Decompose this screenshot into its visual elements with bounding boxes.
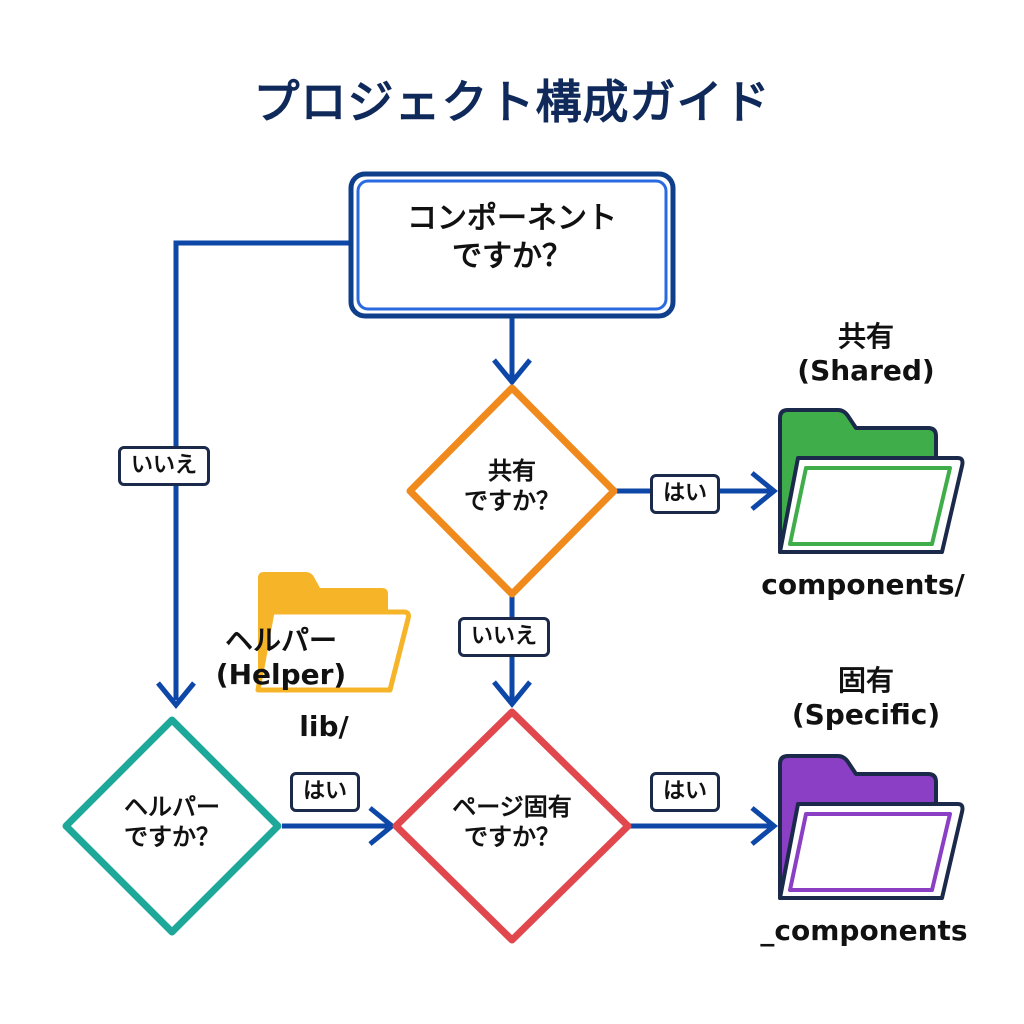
shared-folder-subtitle: (Shared) [797,353,935,387]
page-question-line2: ですか？ [464,823,560,851]
edge-helper-to-page-head [368,806,396,846]
start-node-line1: コンポーネント [407,201,617,236]
edge-start-to-helper [173,240,350,700]
page-question-diamond [392,708,632,944]
specific-folder-title: 固有 (Specific) [766,664,966,731]
page-question-label: ページ固有 ですか？ [416,792,608,852]
shared-question-line2: ですか？ [464,487,560,515]
shared-question-line1: 共有 [488,457,536,485]
page-title: プロジェクト構成ガイド [253,75,771,129]
helper-folder-path: lib/ [299,710,349,743]
edge-label-shared-yes: はい [650,474,721,514]
specific-folder-subtitle: (Specific) [791,697,941,731]
start-node-label: コンポーネント ですか？ [351,200,673,275]
helper-folder-title-text: ヘルパー [224,624,337,657]
edge-shared-to-folder-head [750,471,778,511]
edge-label-shared-no: いいえ [458,617,551,657]
shared-folder-title-text: 共有 [837,320,894,353]
shared-folder-title: 共有 (Shared) [766,320,966,387]
specific-folder-path: _components [760,914,968,947]
edge-page-to-folder-head [750,806,778,846]
helper-question-diamond [62,716,282,936]
specific-folder-title-text: 固有 [837,664,894,697]
start-node-box [348,171,676,319]
start-node-line2: ですか？ [452,238,572,274]
shared-folder-path: components/ [761,568,965,601]
edge-start-to-helper-head [156,681,196,709]
edge-label-page-yes: はい [650,772,721,812]
shared-question-diamond [406,384,618,598]
edge-label-start-no: いいえ [118,446,211,486]
shared-question-label: 共有 ですか？ [430,456,594,516]
folder-icon [255,572,411,693]
helper-folder-subtitle: (Helper) [215,657,347,691]
start-node-inner [356,179,668,311]
edge-label-helper-yes: はい [290,772,361,812]
helper-question-line2: ですか？ [124,823,220,851]
helper-question-line1: ヘルパー [124,793,220,821]
edge-shared-to-page-head [492,680,532,708]
helper-folder-title: ヘルパー (Helper) [206,624,356,691]
edge-start-to-shared-head [492,358,532,386]
folder-icon [778,754,965,900]
page-question-line1: ページ固有 [452,793,572,821]
helper-question-label: ヘルパー ですか？ [86,792,258,852]
folder-icon [778,408,965,554]
